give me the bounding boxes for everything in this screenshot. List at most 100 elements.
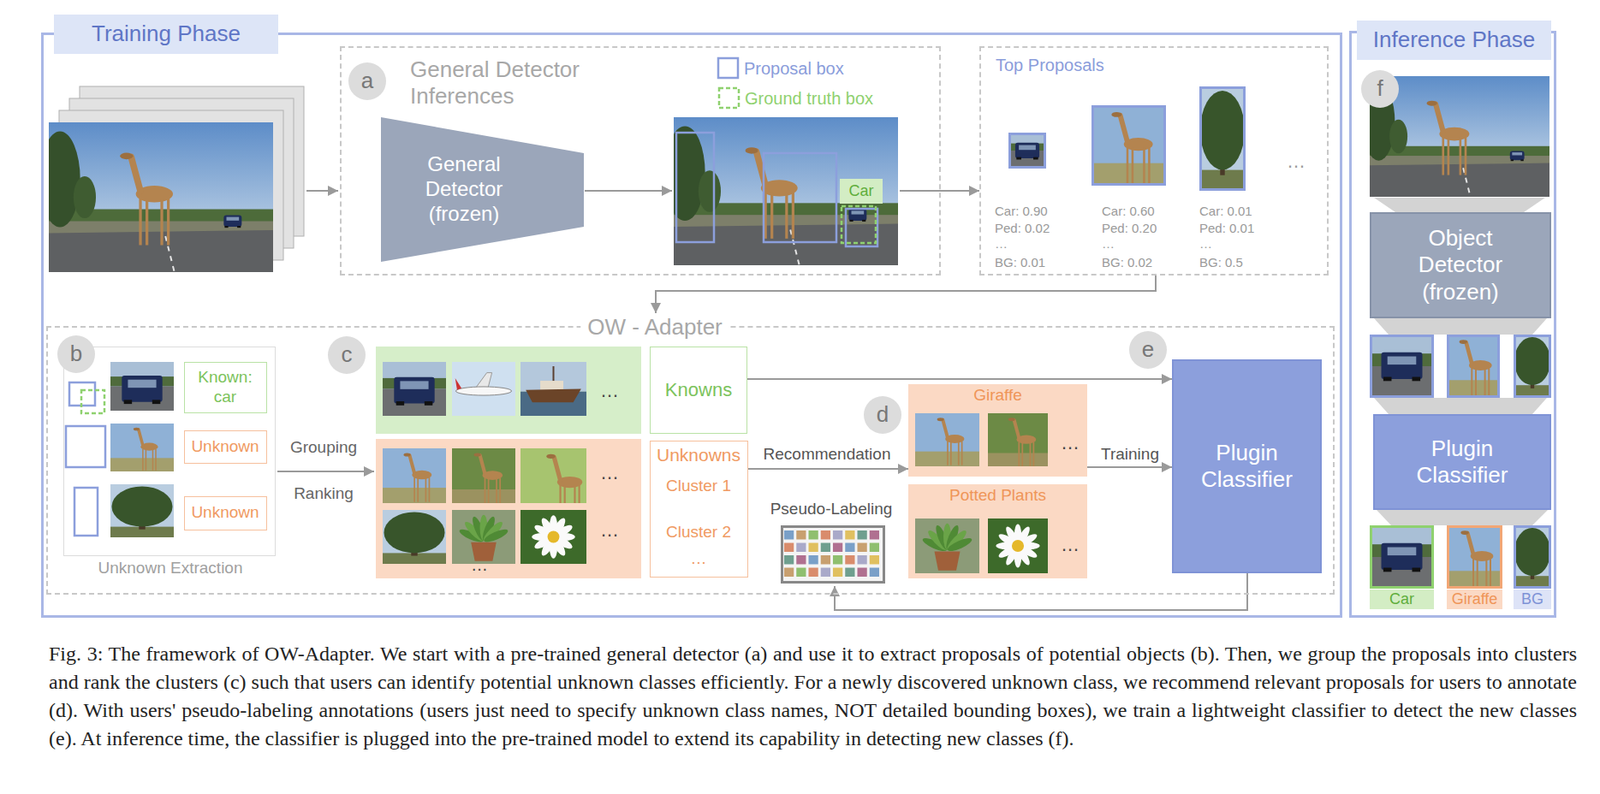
car-wheel	[1383, 568, 1392, 573]
thumbnail-part	[382, 448, 447, 504]
annotation-label: …	[1286, 150, 1306, 173]
thumbnail	[1369, 525, 1434, 589]
giraffe-leg	[1485, 559, 1487, 588]
giraffe-leg	[160, 198, 163, 245]
thumbnail	[452, 448, 516, 504]
car-wheel	[424, 401, 433, 406]
car-body	[1381, 352, 1423, 380]
car-wheel	[1016, 157, 1022, 161]
proposal-box	[74, 487, 98, 536]
box-label: …	[650, 549, 747, 570]
thumbnail-part	[110, 362, 174, 411]
giraffe-leg	[1470, 368, 1473, 397]
ground-truth-box	[841, 206, 876, 244]
annotation-label: Ped: 0.20	[1101, 220, 1157, 237]
thumbnail	[780, 525, 886, 584]
thumbnail-content	[520, 510, 587, 565]
plant-pot	[934, 551, 961, 571]
car-wheel	[1412, 377, 1422, 382]
giraffe-leg	[1459, 137, 1463, 176]
box-label: Knowns	[665, 379, 732, 402]
annotation-label: Car: 0.90	[994, 203, 1048, 220]
plane-tail	[455, 378, 462, 391]
flow-arrow	[306, 190, 339, 192]
thumbnail-content	[382, 362, 447, 417]
car-body	[393, 377, 435, 405]
annotation-label: BG: 0.01	[994, 255, 1046, 271]
car-wheel	[1510, 160, 1514, 162]
car-wheel	[224, 226, 228, 228]
giraffe-leg	[145, 449, 148, 471]
giraffe-neck	[553, 457, 560, 481]
cluster-band: Giraffe	[908, 384, 1088, 477]
box-label: Training Phase	[53, 14, 279, 54]
giraffe-leg	[770, 192, 774, 239]
thumbnail-content	[1446, 525, 1503, 589]
thumbnail-part	[784, 530, 794, 541]
thumbnail-part	[1199, 86, 1246, 191]
giraffe-head	[1459, 339, 1468, 345]
box-label: Unknown	[190, 437, 259, 458]
thumbnail-content	[452, 362, 516, 417]
thumbnail-part	[796, 543, 806, 554]
thumbnail-content	[780, 525, 886, 584]
giraffe-leg	[785, 192, 788, 239]
thumbnail-content	[1091, 105, 1166, 186]
class-tag: Car	[839, 178, 883, 204]
car-wheel	[1383, 377, 1392, 382]
car-wheel	[237, 226, 241, 228]
annotation-label: …	[600, 380, 619, 403]
thumbnail	[1446, 334, 1500, 399]
thumbnail-part	[869, 555, 880, 566]
tree	[1389, 119, 1408, 154]
giraffe-neck	[1014, 420, 1020, 439]
tree-canopy	[111, 486, 173, 527]
thumbnail-part	[796, 555, 806, 566]
box-label: c	[341, 341, 353, 369]
stage-box: General Detector InferencesaGeneral Dete…	[339, 46, 941, 276]
thumbnail-part	[452, 362, 516, 417]
thumbnail-part	[844, 543, 855, 554]
thumbnail-content	[1369, 334, 1434, 399]
connector-arrow	[747, 378, 1172, 381]
thumbnail-part	[1446, 334, 1500, 399]
thumbnail-part	[784, 555, 794, 566]
thumbnail	[110, 484, 174, 538]
giraffe-neck	[1435, 104, 1444, 132]
legend-entry: Ground truth box	[717, 86, 874, 110]
figure-caption: Fig. 3: The framework of OW-Adapter. We …	[48, 640, 1577, 754]
flow-arrow	[277, 470, 375, 473]
giraffe-leg	[950, 441, 952, 466]
car-window	[851, 210, 865, 215]
giraffe-neck	[409, 455, 415, 474]
thumbnail-part	[1446, 525, 1503, 589]
thumbnail	[1513, 334, 1552, 399]
car-body	[848, 208, 867, 221]
photo	[673, 117, 899, 266]
thumbnail-content	[915, 413, 980, 467]
giraffe-neck	[130, 156, 141, 191]
thumbnail-part	[832, 568, 843, 578]
callout-circle: d	[863, 396, 902, 435]
car-wheel	[862, 220, 866, 222]
car-window	[1511, 152, 1523, 155]
thumbnail	[1513, 525, 1552, 589]
thumbnail	[382, 510, 447, 565]
thumbnail-part	[844, 530, 855, 541]
plane-body	[455, 386, 512, 396]
thumbnail-part	[808, 555, 819, 566]
car-window	[1018, 145, 1036, 151]
box-label: Giraffe	[908, 386, 1088, 406]
car-body	[1381, 543, 1423, 571]
thumbnail-part	[869, 543, 880, 554]
box-label: d	[876, 401, 889, 429]
car-window	[1387, 547, 1417, 557]
class-tag: BG	[1513, 589, 1552, 610]
thumbnail-part	[796, 530, 806, 541]
giraffe-leg	[578, 485, 581, 504]
thumbnail	[1091, 105, 1166, 186]
flow-funnel	[1376, 510, 1548, 526]
giraffe-leg	[428, 477, 431, 503]
thumbnail-part	[820, 543, 831, 554]
thumbnail-part	[780, 525, 886, 584]
